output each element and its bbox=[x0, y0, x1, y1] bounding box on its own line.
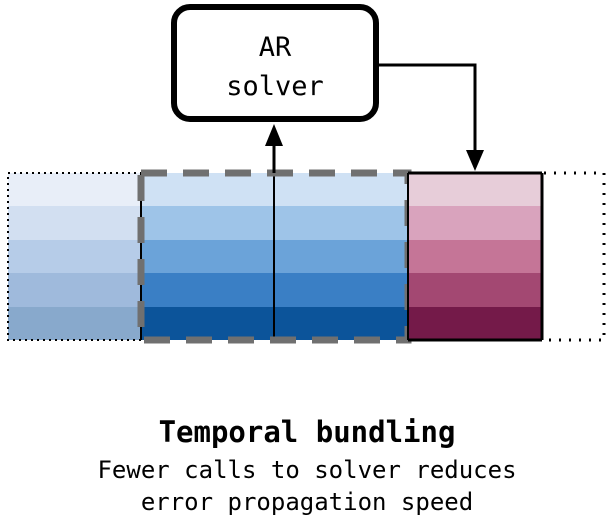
prediction-block bbox=[408, 173, 542, 340]
prediction-block-band-2 bbox=[408, 206, 542, 240]
input-block-2-band-3 bbox=[274, 240, 408, 273]
input-block-2-band-2 bbox=[274, 206, 408, 240]
prediction-block-band-3 bbox=[408, 240, 542, 273]
input-block-1-band-5 bbox=[141, 307, 274, 340]
continuation-dotted-outline bbox=[544, 171, 606, 342]
input-to-solver-arrowhead bbox=[265, 124, 283, 146]
prediction-block-band-5 bbox=[408, 307, 542, 340]
history-block-band-4 bbox=[8, 273, 141, 307]
input-block-1-band-2 bbox=[141, 206, 274, 240]
history-block-band-5 bbox=[8, 307, 141, 340]
input-block-2 bbox=[274, 173, 408, 340]
solver-label-line1: AR bbox=[259, 32, 292, 63]
input-block-1 bbox=[141, 173, 274, 340]
input-block-1-band-3 bbox=[141, 240, 274, 273]
input-block-1-band-1 bbox=[141, 173, 274, 206]
history-block bbox=[8, 173, 141, 340]
solver-box bbox=[171, 4, 379, 122]
input-block-1-band-4 bbox=[141, 273, 274, 307]
prediction-block-band-4 bbox=[408, 273, 542, 307]
input-block-2-band-5 bbox=[274, 307, 408, 340]
caption-line-2: error propagation speed bbox=[140, 488, 474, 516]
input-block-2-band-4 bbox=[274, 273, 408, 307]
caption-line-1: Fewer calls to solver reduces bbox=[97, 456, 517, 484]
caption-subtitle: Fewer calls to solver reduces error prop… bbox=[0, 454, 614, 518]
solver-to-prediction-arrowhead bbox=[466, 150, 484, 171]
prediction-block-band-1 bbox=[408, 173, 542, 206]
solver-to-prediction-arrow-shaft bbox=[376, 63, 477, 152]
history-block-band-2 bbox=[8, 206, 141, 240]
input-block-2-band-1 bbox=[274, 173, 408, 206]
history-block-band-3 bbox=[8, 240, 141, 273]
caption-title: Temporal bundling bbox=[158, 415, 456, 449]
history-block-band-1 bbox=[8, 173, 141, 206]
solver-label-line2: solver bbox=[226, 71, 324, 102]
